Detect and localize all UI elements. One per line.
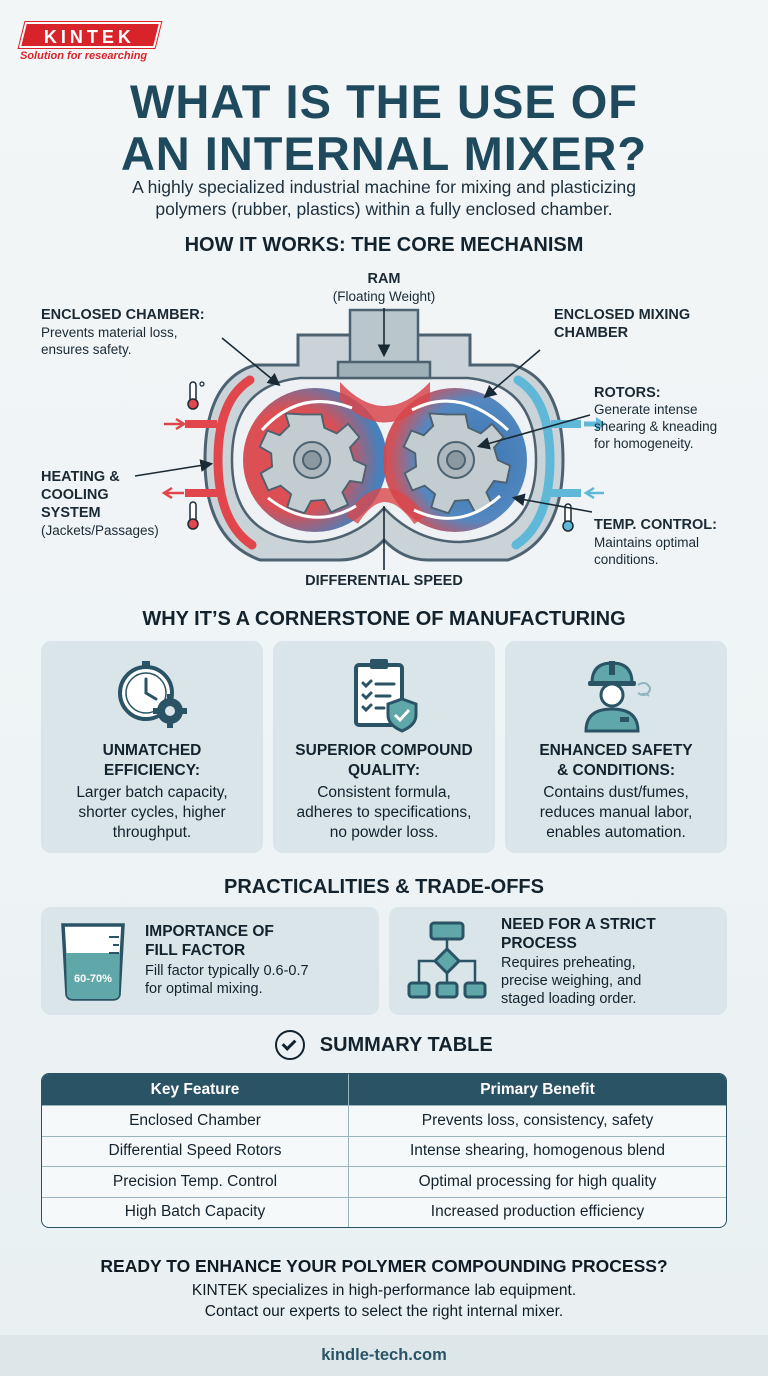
differential-speed-label: DIFFERENTIAL SPEED bbox=[305, 573, 463, 589]
summary-heading-row: SUMMARY TABLE bbox=[0, 1030, 768, 1060]
kintek-logo: KINTEK Solution for researching bbox=[17, 21, 163, 66]
title-line-2: AN INTERNAL MIXER? bbox=[120, 127, 648, 180]
mixer-diagram bbox=[134, 308, 606, 570]
heating-label-3: SYSTEM bbox=[41, 505, 101, 521]
worker-icon bbox=[584, 661, 651, 733]
mixing-chamber-label-2: CHAMBER bbox=[554, 325, 629, 341]
page-title: WHAT IS THE USE OF AN INTERNAL MIXER? bbox=[0, 76, 768, 180]
thermometer-icon bbox=[187, 381, 205, 410]
benefit-desc: Contains dust/fumes,reduces manual labor… bbox=[539, 784, 693, 841]
cta-line-2: Contact our experts to select the right … bbox=[204, 1303, 564, 1320]
benefit-desc: Larger batch capacity,shorter cycles, hi… bbox=[76, 784, 228, 841]
benefit-desc: Consistent formula,adheres to specificat… bbox=[296, 784, 472, 841]
header-primary-benefit: Primary Benefit bbox=[349, 1074, 726, 1105]
cell-benefit: Optimal processing for high quality bbox=[349, 1166, 726, 1197]
thermometer-icon bbox=[187, 501, 199, 530]
logo-box: KINTEK bbox=[17, 21, 163, 49]
cta-heading: READY TO ENHANCE YOUR POLYMER COMPOUNDIN… bbox=[100, 1256, 668, 1276]
heating-desc: (Jackets/Passages) bbox=[41, 523, 159, 538]
mixing-chamber-label-1: ENCLOSED MIXING bbox=[554, 307, 691, 323]
summary-table: Key Feature Primary Benefit Enclosed Cha… bbox=[41, 1073, 727, 1228]
hot-jacket bbox=[213, 375, 257, 550]
heating-label-2: COOLING bbox=[41, 487, 109, 503]
check-circle-icon bbox=[275, 1030, 306, 1060]
footer-link[interactable]: kindle-tech.com bbox=[321, 1346, 447, 1364]
temp-control-desc-2: conditions. bbox=[594, 552, 659, 567]
subtitle-line-1: A highly specialized industrial machine … bbox=[132, 177, 636, 197]
ram-label: RAM bbox=[367, 271, 401, 287]
left-rotor bbox=[258, 412, 368, 515]
ram-desc: (Floating Weight) bbox=[332, 289, 436, 304]
temp-control-desc-1: Maintains optimal bbox=[594, 535, 700, 550]
rotors-desc-2: shearing & kneading bbox=[594, 419, 718, 434]
benefit-title: ENHANCED SAFETY& CONDITIONS: bbox=[539, 742, 693, 779]
title-line-1: WHAT IS THE USE OF bbox=[129, 75, 638, 128]
cell-feature: Differential Speed Rotors bbox=[42, 1135, 349, 1166]
cold-jacket bbox=[511, 375, 555, 550]
cell-feature: Enclosed Chamber bbox=[42, 1105, 349, 1136]
cta-line-1: KINTEK specializes in high-performance l… bbox=[191, 1282, 577, 1299]
fill-factor-badge: 60-70% bbox=[74, 973, 112, 985]
flowchart-icon bbox=[407, 921, 487, 999]
why-heading: WHY IT’S A CORNERSTONE OF MANUFACTURING bbox=[142, 608, 626, 630]
heating-label-1: HEATING & bbox=[41, 469, 120, 485]
thermometer-icon bbox=[562, 503, 574, 532]
clock-gear-icon bbox=[118, 661, 187, 728]
subtitle-line-2: polymers (rubber, plastics) within a ful… bbox=[155, 199, 613, 219]
temp-control-label: TEMP. CONTROL: bbox=[594, 517, 717, 533]
ram-weight bbox=[336, 360, 432, 380]
table-header-row: Key Feature Primary Benefit bbox=[42, 1074, 726, 1105]
cell-feature: Precision Temp. Control bbox=[42, 1166, 349, 1197]
logo-name: KINTEK bbox=[43, 27, 135, 47]
header-key-feature: Key Feature bbox=[42, 1074, 349, 1105]
cta-text: KINTEK specializes in high-performance l… bbox=[0, 1280, 768, 1322]
enclosed-chamber-desc-1: Prevents material loss, bbox=[41, 325, 178, 340]
cell-benefit: Prevents loss, consistency, safety bbox=[349, 1105, 726, 1136]
mechanism-heading: HOW IT WORKS: THE CORE MECHANISM bbox=[184, 234, 584, 256]
cell-benefit: Increased production efficiency bbox=[349, 1196, 726, 1228]
enclosed-chamber-desc-2: ensures safety. bbox=[41, 342, 132, 357]
footer-url[interactable]: kindle-tech.com bbox=[0, 1335, 768, 1376]
benefit-card-safety: ENHANCED SAFETY& CONDITIONS: Contains du… bbox=[505, 641, 727, 853]
page-subtitle: A highly specialized industrial machine … bbox=[60, 176, 708, 220]
cell-benefit: Intense shearing, homogenous blend bbox=[349, 1135, 726, 1167]
strict-process-desc: Requires preheating,precise weighing, an… bbox=[501, 955, 642, 1007]
summary-heading: SUMMARY TABLE bbox=[319, 1033, 493, 1056]
rotors-desc-3: for homogeneity. bbox=[594, 436, 694, 451]
beaker-icon: 60-70% bbox=[61, 923, 125, 1001]
logo-tagline: Solution for researching bbox=[20, 50, 148, 62]
rotors-label: ROTORS: bbox=[594, 385, 661, 401]
practical-heading: PRACTICALITIES & TRADE-OFFS bbox=[224, 876, 544, 898]
clipboard-shield-icon bbox=[354, 659, 418, 733]
rotors-desc-1: Generate intense bbox=[594, 402, 698, 417]
cell-feature: High Batch Capacity bbox=[42, 1196, 349, 1227]
enclosed-chamber-label: ENCLOSED CHAMBER: bbox=[41, 307, 205, 323]
